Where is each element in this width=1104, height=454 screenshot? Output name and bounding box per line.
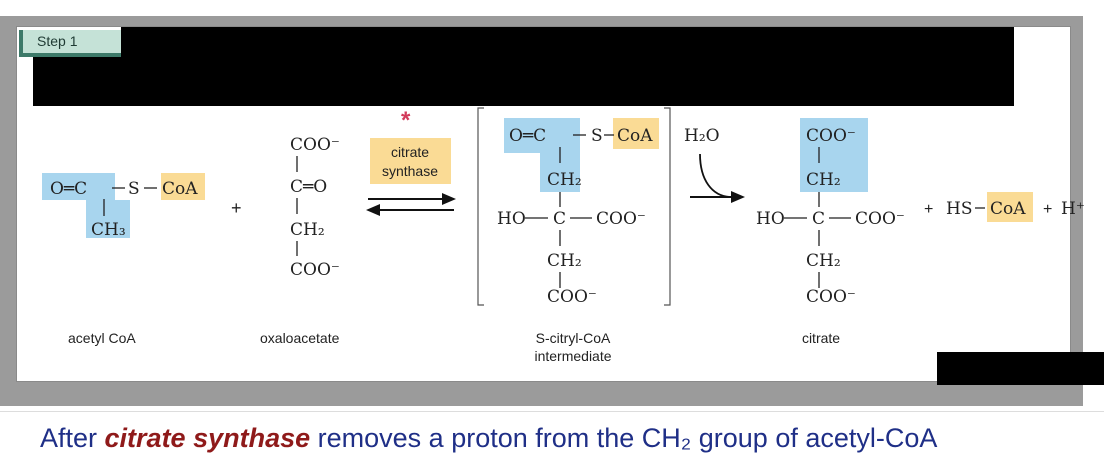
oxalo-ch2: CH₂	[290, 220, 325, 240]
enzyme-line1: citrate	[391, 144, 429, 160]
caption-post: removes a proton from the CH₂ group of a…	[310, 423, 938, 453]
citryl-ch2-top: CH₂	[547, 170, 582, 190]
acetyl-coa-label: CoA	[162, 179, 198, 199]
citryl-coa-intermediate: O═C S CoA CH₂ HO C COO⁻ CH₂ COO⁻ S-citry…	[477, 107, 671, 364]
oxalo-c-eq-o: C═O	[290, 177, 327, 197]
citrate-coo-bottom: COO⁻	[806, 287, 856, 307]
citrate-ch2-top: CH₂	[806, 170, 841, 190]
separator	[0, 411, 1104, 412]
citryl-c: C	[553, 209, 566, 229]
water-curve	[699, 153, 731, 198]
proton-label: H⁺	[1061, 199, 1085, 219]
redaction-bar-corner	[937, 352, 1104, 385]
citrate-ho: HO	[756, 209, 785, 229]
right-bracket	[664, 107, 671, 306]
acetyl-highlight	[42, 173, 130, 238]
step-label: Step 1	[37, 33, 78, 49]
citryl-coo-bottom: COO⁻	[547, 287, 597, 307]
oxaloacetate-name: oxaloacetate	[260, 330, 340, 346]
left-bracket	[477, 107, 484, 306]
citryl-name-line2: intermediate	[534, 348, 611, 364]
caption-emphasis: citrate synthase	[104, 423, 311, 453]
hs-label: HS	[946, 199, 972, 219]
reaction-arrow-head	[731, 191, 745, 203]
citrate-c: C	[812, 209, 825, 229]
acetyl-o-eq-c: O═C	[50, 179, 87, 199]
citrate-blue-highlight	[800, 118, 868, 192]
acetyl-coa-name: acetyl CoA	[68, 330, 136, 346]
citrate-name: citrate	[802, 330, 840, 346]
citryl-name-line1: S-citryl-CoA	[536, 330, 611, 346]
citrate-coo-top: COO⁻	[806, 126, 856, 146]
citrate: COO⁻ CH₂ HO C COO⁻ CH₂ COO⁻ citrate	[756, 118, 905, 346]
oxaloacetate: COO⁻ C═O CH₂ COO⁻ oxaloacetate	[260, 135, 340, 346]
citrate-ch2-bottom: CH₂	[806, 251, 841, 271]
citryl-ho: HO	[497, 209, 526, 229]
redaction-bar-title	[33, 57, 1014, 106]
caption-text: After citrate synthase removes a proton …	[40, 422, 1104, 454]
citryl-coa-label: CoA	[617, 126, 653, 146]
step-tab: Step 1	[19, 30, 121, 57]
oxalo-coo-top: COO⁻	[290, 135, 340, 155]
hydrolysis-step: H₂O	[684, 126, 745, 203]
water-label: H₂O	[684, 126, 720, 146]
acetyl-coa: O═C S CoA CH₃ acetyl CoA	[42, 173, 205, 346]
citryl-coo-right: COO⁻	[596, 209, 646, 229]
acetyl-coa-highlight	[161, 173, 205, 200]
hs-coa-label: CoA	[990, 199, 1026, 219]
plus-sign: +	[231, 198, 242, 218]
citryl-ch2-bottom: CH₂	[547, 251, 582, 271]
redaction-bar-top	[121, 27, 1014, 57]
forward-arrow-head	[442, 193, 456, 205]
citryl-coa-highlight	[613, 118, 659, 149]
plus-sign: +	[924, 201, 933, 218]
citrate-coo-right: COO⁻	[855, 209, 905, 229]
citryl-s: S	[591, 126, 603, 146]
oxalo-coo-bottom: COO⁻	[290, 260, 340, 280]
enzyme-box	[370, 138, 451, 184]
enzyme-step: * citrate synthase	[366, 107, 456, 216]
acetyl-ch3: CH₃	[91, 220, 126, 240]
enzyme-line2: synthase	[382, 163, 438, 179]
acetyl-s: S	[128, 179, 140, 199]
citryl-blue-highlight	[504, 118, 580, 192]
plus-sign: +	[1043, 201, 1052, 218]
reverse-arrow-head	[366, 204, 380, 216]
citryl-o-eq-c: O═C	[509, 126, 546, 146]
asterisk-mark: *	[401, 107, 411, 134]
caption-pre: After	[40, 423, 105, 453]
hs-coa-highlight	[987, 192, 1033, 222]
products: + HS CoA + H⁺	[924, 192, 1085, 222]
